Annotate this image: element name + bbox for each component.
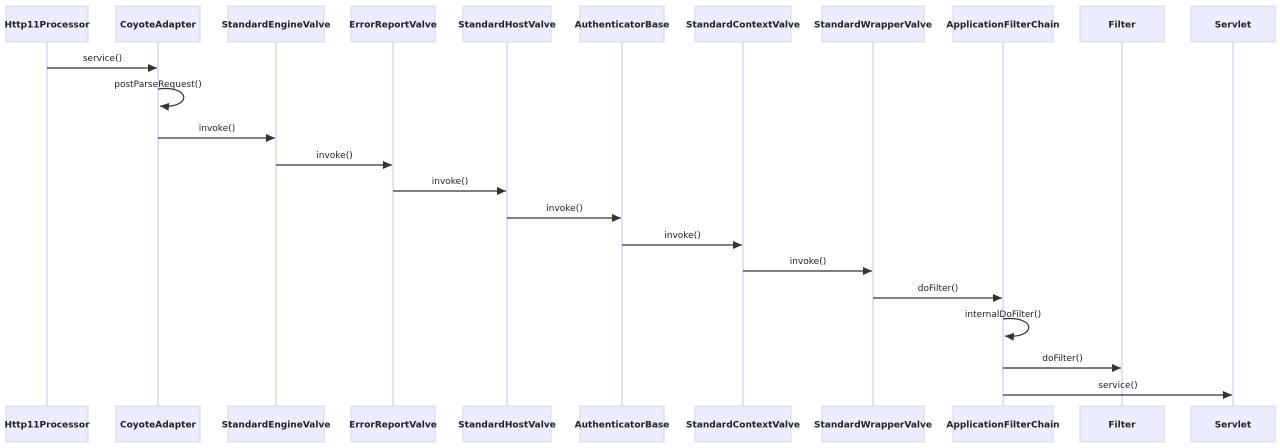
actor-bottom-error-report-valve: ErrorReportValve <box>349 405 437 443</box>
message-label: service() <box>1098 381 1137 391</box>
actor-top-standard-engine-valve: StandardEngineValve <box>222 5 331 43</box>
message-arrow <box>1002 317 1030 341</box>
actor-bottom-standard-engine-valve: StandardEngineValve <box>222 405 331 443</box>
actor-bottom-standard-context-valve: StandardContextValve <box>686 405 800 443</box>
actor-box <box>694 5 792 43</box>
actor-box <box>115 5 201 43</box>
message-6: invoke() <box>507 204 621 222</box>
actor-label: ErrorReportValve <box>349 21 437 31</box>
actor-bottom-filter: Filter <box>1079 405 1165 443</box>
message-7: invoke() <box>622 231 742 249</box>
actor-bottom-standard-wrapper-valve: StandardWrapperValve <box>814 405 932 443</box>
message-1: service() <box>47 54 157 72</box>
actor-box <box>579 405 665 443</box>
actors-top: Http11Processor CoyoteAdapter StandardEngi… <box>4 5 1276 43</box>
actor-label: StandardEngineValve <box>222 21 331 31</box>
message-label: doFilter() <box>1042 354 1083 364</box>
message-label: invoke() <box>664 231 701 241</box>
actor-top-http11-processor: Http11Processor <box>4 5 90 43</box>
message-label: invoke() <box>316 151 353 161</box>
actor-top-servlet: Servlet <box>1190 5 1276 43</box>
actor-label: StandardContextValve <box>686 21 800 31</box>
message-3: invoke() <box>158 124 275 142</box>
message-11: doFilter() <box>1003 354 1121 372</box>
actor-label: AuthenticatorBase <box>575 421 670 431</box>
actor-top-standard-wrapper-valve: StandardWrapperValve <box>814 5 932 43</box>
actor-top-coyote-adapter: CoyoteAdapter <box>115 5 201 43</box>
actor-label: Filter <box>1108 421 1136 431</box>
actor-label: StandardHostValve <box>458 421 556 431</box>
actor-box <box>227 405 325 443</box>
actor-top-standard-context-valve: StandardContextValve <box>686 5 800 43</box>
actor-bottom-coyote-adapter: CoyoteAdapter <box>115 405 201 443</box>
message-12: service() <box>1003 381 1232 399</box>
actor-bottom-authenticator-base: AuthenticatorBase <box>575 405 670 443</box>
actor-label: Servlet <box>1215 421 1252 431</box>
message-arrow <box>157 87 185 111</box>
message-10: internalDoFilter() <box>965 310 1041 341</box>
message-label: postParseRequest() <box>114 80 201 90</box>
actor-box <box>694 405 792 443</box>
actor-label: StandardEngineValve <box>222 421 331 431</box>
messages: service() postParseRequest() invoke() invok… <box>47 54 1232 399</box>
message-label: invoke() <box>199 124 236 134</box>
message-label: invoke() <box>432 177 469 187</box>
actor-box <box>1079 405 1165 443</box>
message-4: invoke() <box>276 151 392 169</box>
actor-label: Servlet <box>1215 21 1252 31</box>
actor-label: CoyoteAdapter <box>120 21 197 31</box>
message-9: doFilter() <box>873 284 1002 302</box>
actor-box <box>5 5 89 43</box>
actor-bottom-servlet: Servlet <box>1190 405 1276 443</box>
actor-box <box>579 5 665 43</box>
actor-label: ErrorReportValve <box>349 421 437 431</box>
actor-label: AuthenticatorBase <box>575 21 670 31</box>
actor-box <box>821 405 925 443</box>
actor-box <box>350 405 436 443</box>
actor-bottom-http11-processor: Http11Processor <box>4 405 90 443</box>
actor-box <box>350 5 436 43</box>
actor-bottom-standard-host-valve: StandardHostValve <box>458 405 556 443</box>
message-label: doFilter() <box>918 284 959 294</box>
message-label: service() <box>83 54 122 64</box>
actor-bottom-application-filter-chain: ApplicationFilterChain <box>946 405 1060 443</box>
actors-bottom: Http11Processor CoyoteAdapter StandardEngi… <box>4 405 1276 443</box>
actor-label: Http11Processor <box>4 421 90 431</box>
actor-top-application-filter-chain: ApplicationFilterChain <box>946 5 1060 43</box>
actor-top-error-report-valve: ErrorReportValve <box>349 5 437 43</box>
actor-box <box>462 5 552 43</box>
actor-label: ApplicationFilterChain <box>946 21 1059 31</box>
actor-label: ApplicationFilterChain <box>946 421 1059 431</box>
actor-box <box>1190 405 1276 443</box>
actor-label: Filter <box>1108 21 1136 31</box>
actor-top-standard-host-valve: StandardHostValve <box>458 5 556 43</box>
actor-label: CoyoteAdapter <box>120 421 197 431</box>
actor-label: Http11Processor <box>4 21 90 31</box>
message-8: invoke() <box>743 257 872 275</box>
actor-box <box>952 5 1054 43</box>
actor-label: StandardHostValve <box>458 21 556 31</box>
actor-box <box>462 405 552 443</box>
actor-box <box>821 5 925 43</box>
actor-box <box>1190 5 1276 43</box>
actor-top-filter: Filter <box>1079 5 1165 43</box>
actor-label: StandardContextValve <box>686 421 800 431</box>
message-2: postParseRequest() <box>114 80 202 111</box>
actor-label: StandardWrapperValve <box>814 21 932 31</box>
actor-box <box>1079 5 1165 43</box>
actor-box <box>952 405 1054 443</box>
message-label: invoke() <box>790 257 827 267</box>
actor-box <box>5 405 89 443</box>
actor-box <box>227 5 325 43</box>
message-5: invoke() <box>393 177 506 195</box>
message-label: invoke() <box>546 204 583 214</box>
actor-box <box>115 405 201 443</box>
message-label: internalDoFilter() <box>965 310 1041 320</box>
lifelines <box>46 42 1234 406</box>
actor-top-authenticator-base: AuthenticatorBase <box>575 5 670 43</box>
actor-label: StandardWrapperValve <box>814 421 932 431</box>
